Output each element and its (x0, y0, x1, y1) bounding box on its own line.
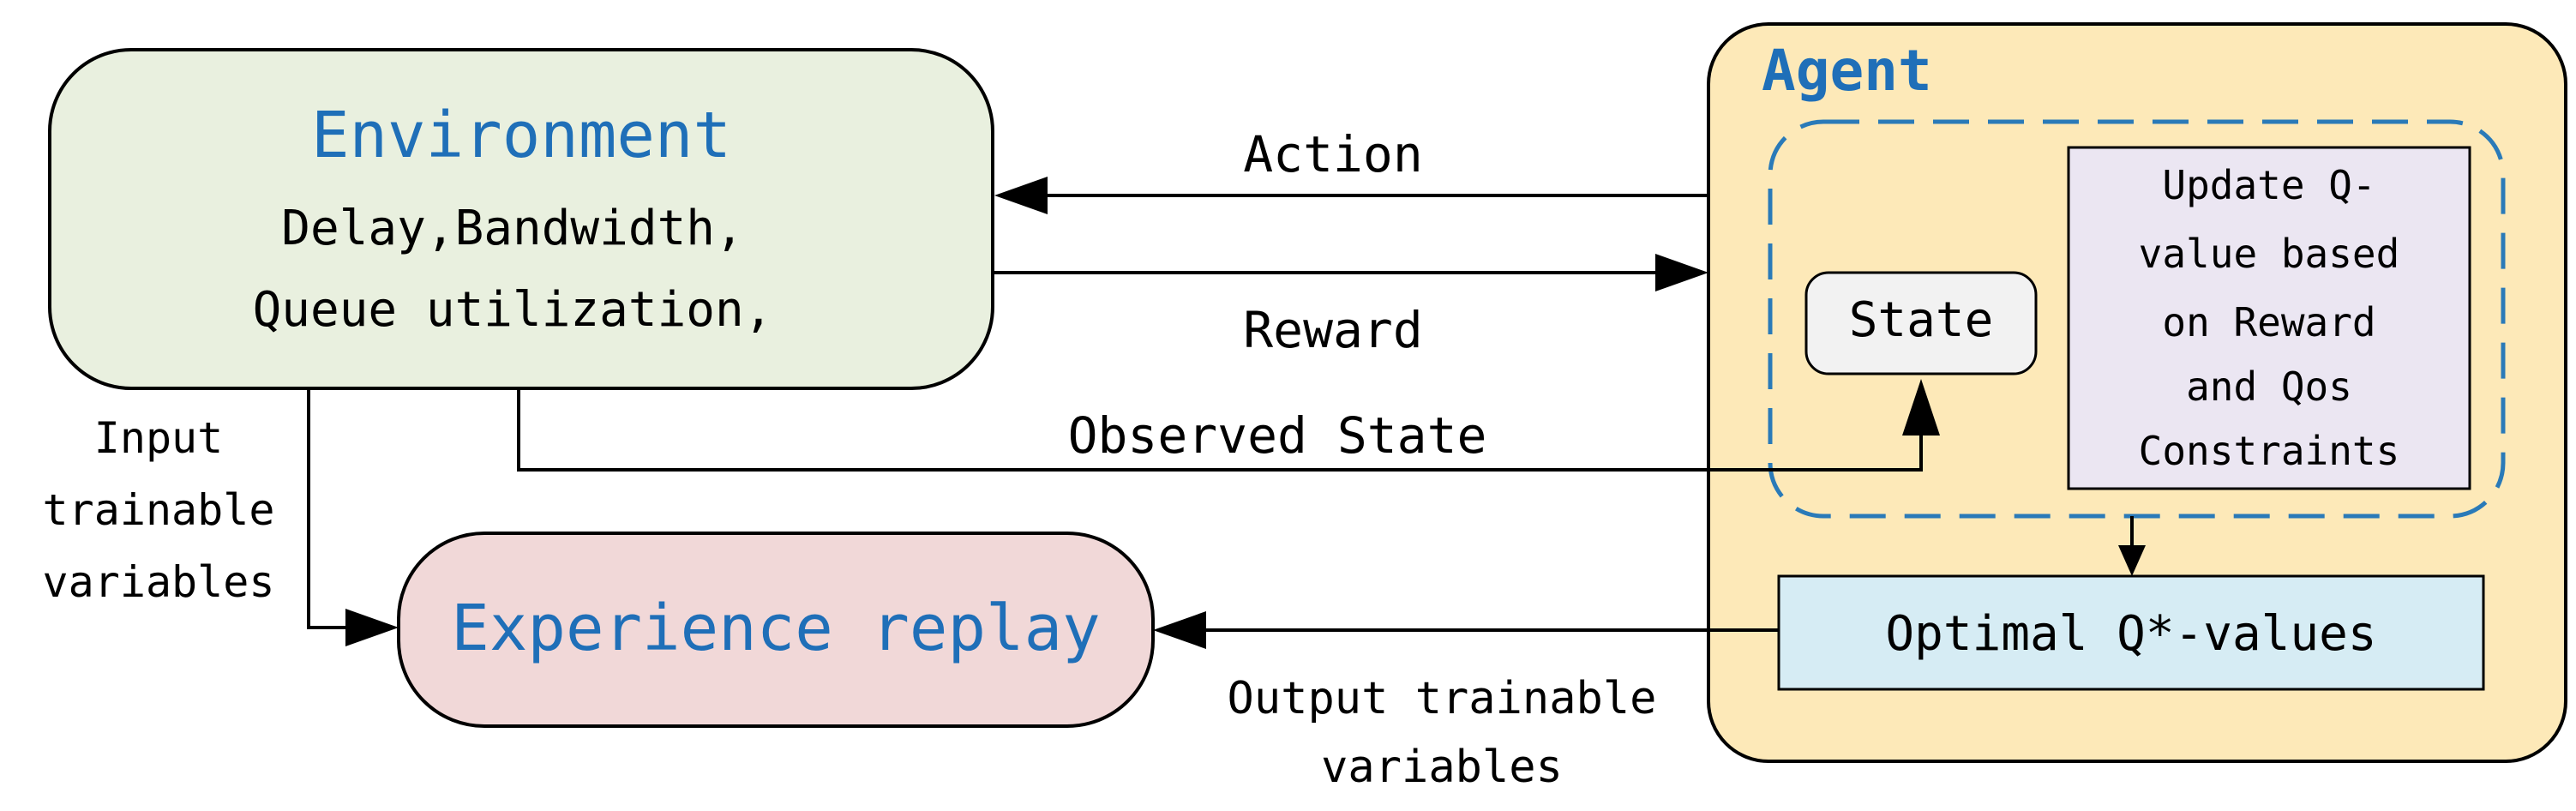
input-label-line-2: trainable (43, 485, 275, 535)
environment-line-2: Queue utilization, (253, 282, 773, 338)
state-box (1804, 271, 2038, 375)
action-arrow (994, 177, 1708, 214)
experience-replay-box (397, 532, 1155, 728)
agent-title: Agent (1762, 38, 1932, 104)
reward-label: Reward (1243, 301, 1423, 359)
update-to-optimal-arrow (2118, 516, 2146, 576)
update-q-line-4: and Qos (2186, 363, 2352, 410)
state-label: State (1849, 292, 1994, 348)
optimal-q-label: Optimal Q*-values (1885, 606, 2376, 662)
output-label-line-2: variables (1321, 742, 1563, 793)
observed-state-arrow (517, 379, 1940, 472)
environment-box (48, 48, 994, 390)
experience-replay-label: Experience replay (451, 592, 1100, 665)
input-label-line-3: variables (43, 557, 275, 607)
input-trainable-arrow (307, 388, 399, 646)
environment-line-1: Delay,Bandwidth, (281, 201, 743, 256)
agent-panel: Agent State Update Q- value based on Rew… (1707, 22, 2567, 763)
observed-state-label: Observed State (1068, 406, 1487, 465)
update-q-line-3: on Reward (2162, 299, 2375, 345)
environment-panel: Environment Delay,Bandwidth, Queue utili… (48, 48, 994, 390)
experience-replay-panel: Experience replay (397, 532, 1155, 728)
output-trainable-arrow (1153, 611, 1779, 649)
input-label-line-1: Input (94, 413, 224, 463)
update-q-line-5: Constraints (2139, 428, 2400, 474)
action-label: Action (1243, 125, 1423, 183)
output-label-line-1: Output trainable (1228, 673, 1657, 724)
update-q-line-1: Update Q- (2162, 162, 2375, 208)
reward-arrow (993, 254, 1708, 291)
update-q-line-2: value based (2139, 231, 2400, 277)
agent-dashed-region (1768, 119, 2506, 519)
update-q-box (2067, 146, 2471, 490)
environment-title: Environment (311, 99, 731, 172)
optimal-q-box (1777, 574, 2485, 691)
